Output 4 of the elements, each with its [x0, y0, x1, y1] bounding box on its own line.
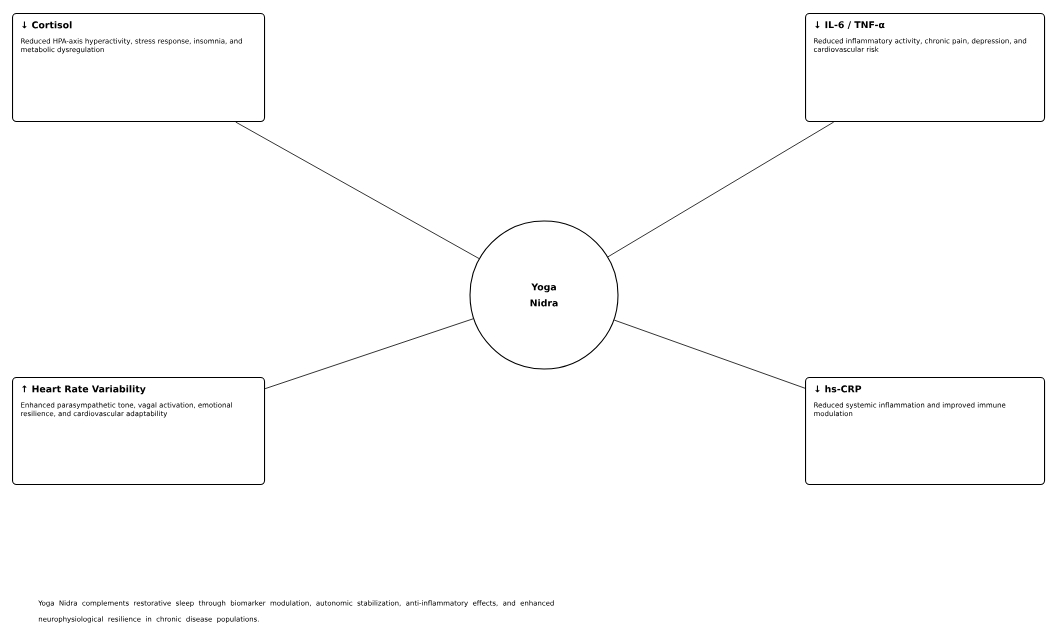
connector-line [613, 319, 806, 389]
connector-line [264, 318, 474, 390]
connector-line [235, 121, 480, 259]
connector-line [607, 121, 835, 258]
